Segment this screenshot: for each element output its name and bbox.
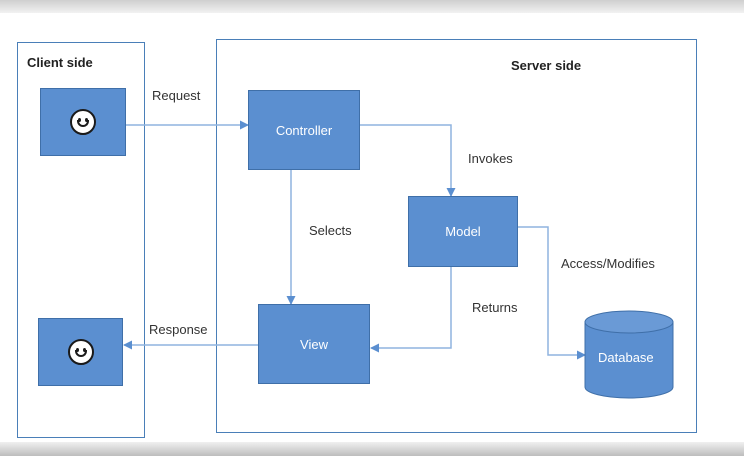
- controller-node: Controller: [248, 90, 360, 170]
- selects-label: Selects: [309, 223, 352, 238]
- smiley-face-icon: [67, 339, 94, 365]
- invokes-arrow: [360, 124, 456, 197]
- returns-label: Returns: [472, 300, 518, 315]
- client-response-node: [38, 318, 123, 386]
- database-label: Database: [598, 350, 654, 365]
- server-side-title: Server side: [511, 58, 582, 73]
- bottom-edge-strip: [0, 442, 744, 456]
- invokes-label: Invokes: [468, 151, 513, 166]
- top-edge-strip: [0, 0, 744, 13]
- returns-arrow: [370, 267, 452, 353]
- request-label: Request: [152, 88, 201, 103]
- server-side-region: [216, 39, 697, 433]
- client-request-node: [40, 88, 126, 156]
- view-node: View: [258, 304, 370, 384]
- response-label: Response: [149, 322, 208, 337]
- database-cylinder-icon: [584, 310, 674, 399]
- client-side-title: Client side: [27, 55, 93, 70]
- smiley-face-icon: [70, 109, 96, 135]
- model-node: Model: [408, 196, 518, 267]
- access-arrow: [518, 226, 586, 360]
- client-side-region: [17, 42, 145, 438]
- access-modifies-label: Access/Modifies: [561, 256, 655, 271]
